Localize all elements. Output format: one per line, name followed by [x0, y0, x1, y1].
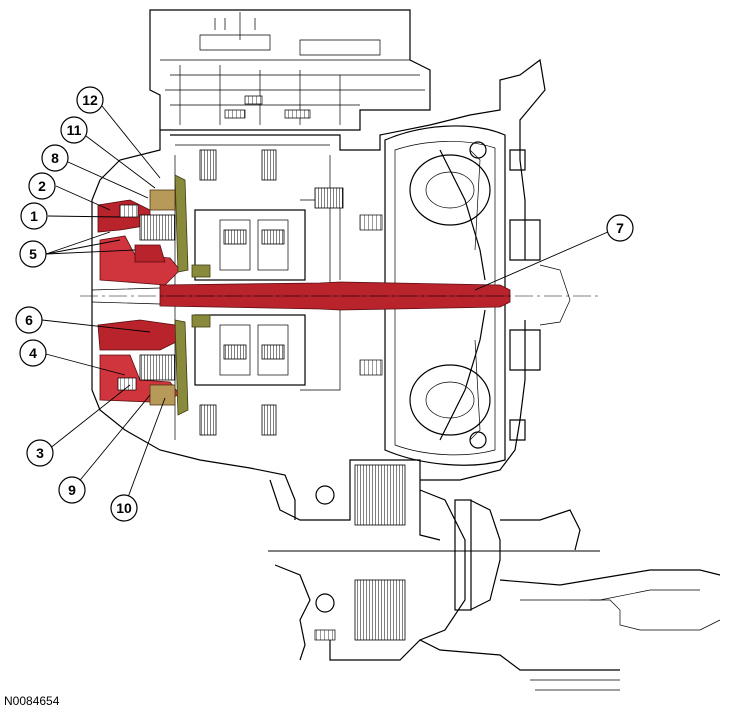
- callout-12: 12: [76, 86, 104, 114]
- svg-text:3: 3: [36, 445, 44, 461]
- callout-8: 8: [41, 144, 69, 172]
- svg-text:9: 9: [68, 482, 76, 498]
- svg-text:2: 2: [38, 178, 46, 194]
- callout-7: 7: [606, 214, 634, 242]
- callout-1: 1: [20, 202, 48, 230]
- callout-10: 10: [110, 494, 138, 522]
- svg-text:4: 4: [29, 345, 37, 361]
- valve-body: [149, 9, 431, 131]
- clutch-assembly-lower: [97, 314, 211, 416]
- svg-text:6: 6: [25, 312, 33, 328]
- clutch-assembly-upper: [97, 174, 211, 286]
- transmission-case: [91, 58, 546, 520]
- callout-6: 6: [15, 306, 43, 334]
- svg-text:5: 5: [29, 246, 37, 262]
- svg-text:1: 1: [30, 208, 38, 224]
- svg-text:8: 8: [51, 150, 59, 166]
- torque-converter: [409, 141, 571, 449]
- callout-leader-lines: [41, 105, 618, 509]
- svg-text:12: 12: [82, 92, 98, 108]
- svg-text:11: 11: [67, 122, 82, 138]
- callout-11: 11: [60, 116, 88, 144]
- svg-text:10: 10: [116, 500, 132, 516]
- callout-3: 3: [26, 439, 54, 467]
- callout-5: 5: [19, 240, 47, 268]
- input-shaft: [80, 281, 600, 311]
- callout-2: 2: [28, 172, 56, 200]
- planetary-gear-sets: [194, 149, 383, 436]
- callout-9: 9: [58, 476, 86, 504]
- figure-id-label: N0084654: [4, 694, 60, 708]
- callout-4: 4: [19, 339, 47, 367]
- final-drive-section: [268, 459, 721, 691]
- svg-text:7: 7: [616, 220, 624, 236]
